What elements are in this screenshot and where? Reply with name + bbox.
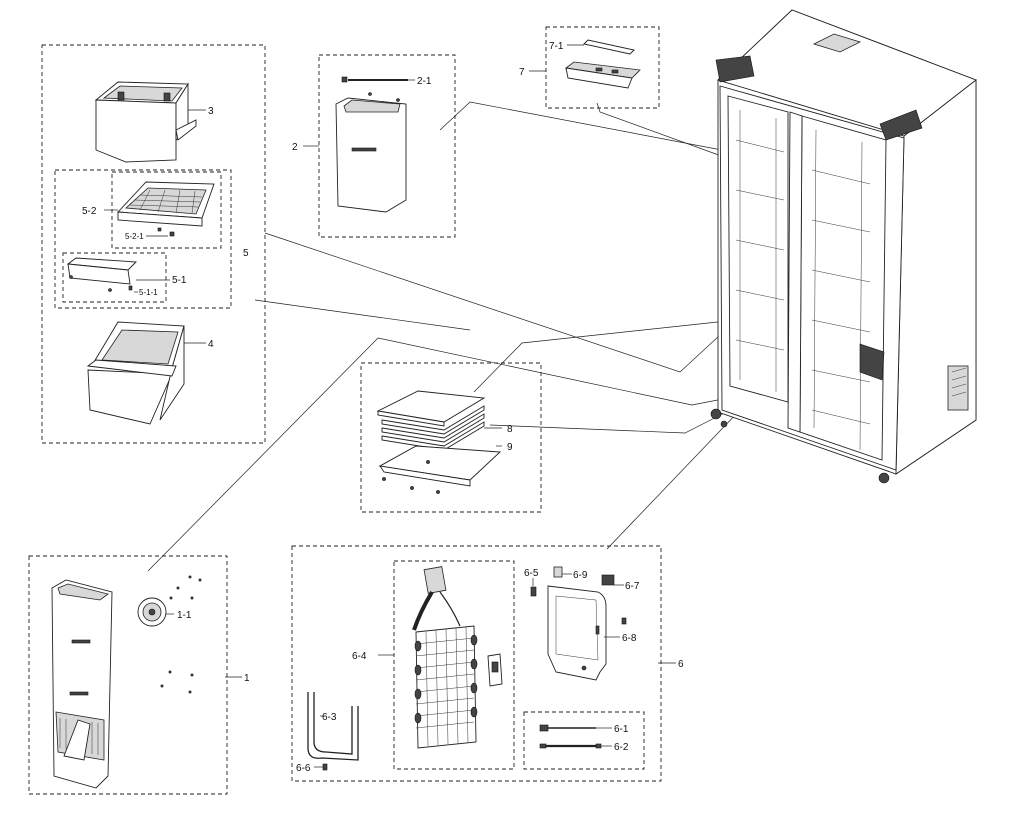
- part-6-3-heater: [307, 692, 359, 771]
- label-1-1: 1-1: [177, 610, 192, 621]
- part-6-2-sensor: [539, 743, 612, 749]
- label-4: 4: [208, 339, 214, 350]
- part-6-5-clip: [530, 578, 537, 597]
- label-6-8: 6-8: [622, 633, 637, 644]
- label-1: 1: [244, 673, 250, 684]
- part-6-9-bracket: [553, 566, 572, 578]
- part-8-shelves: [376, 390, 502, 451]
- part-4-crisper: [86, 321, 206, 425]
- label-6-5: 6-5: [524, 568, 539, 579]
- part-6-1-sensor: [539, 724, 612, 732]
- label-6-3: 6-3: [322, 712, 337, 723]
- label-3: 3: [208, 106, 214, 117]
- group-6-box: [291, 545, 662, 782]
- group-1-box: [28, 555, 228, 795]
- label-5-1-1: 5-1-1: [139, 288, 158, 297]
- part-6-8-screw: [621, 617, 627, 625]
- label-7-1: 7-1: [549, 41, 564, 52]
- group-5-1-box: [62, 252, 167, 303]
- part-6-7-fuse: [601, 574, 624, 586]
- part-2-panel: [303, 76, 415, 213]
- part-9-frame: [378, 445, 502, 494]
- label-7: 7: [519, 67, 525, 78]
- label-9: 9: [507, 442, 513, 453]
- part-7-cover: [529, 39, 641, 89]
- callout-labels: 3 5-2 5-2-1 5 5-1 5-1-1 4 2 2-1 7-1 7 8 …: [82, 41, 684, 774]
- label-6-2: 6-2: [614, 742, 629, 753]
- label-2: 2: [292, 142, 298, 153]
- part-5-1-cover: [66, 257, 170, 293]
- label-2-1: 2-1: [417, 76, 432, 87]
- part-1-1-fan: [137, 575, 202, 694]
- label-6-4: 6-4: [352, 651, 367, 662]
- label-5: 5: [243, 248, 249, 259]
- label-6-9: 6-9: [573, 570, 588, 581]
- label-6-6: 6-6: [296, 763, 311, 774]
- group-7-box: [545, 26, 660, 109]
- part-3-bin: [94, 81, 206, 163]
- group-5-box: [41, 44, 266, 444]
- label-5-2: 5-2: [82, 206, 97, 217]
- part-5-2-frame: [104, 181, 215, 237]
- part-6-8-cover: [547, 585, 620, 681]
- group-8-9-box: [360, 362, 542, 513]
- part-1-duct: [51, 579, 242, 789]
- group-5-inner-box: [54, 169, 232, 309]
- label-6-1: 6-1: [614, 724, 629, 735]
- label-6-7: 6-7: [625, 581, 640, 592]
- label-8: 8: [507, 424, 513, 435]
- refrigerator-cabinet: [710, 9, 977, 484]
- leader-lines: [147, 101, 756, 572]
- label-5-2-1: 5-2-1: [125, 232, 144, 241]
- group-6-4-box: [393, 560, 515, 770]
- label-6: 6: [678, 659, 684, 670]
- part-6-4-evaporator: [378, 566, 503, 749]
- label-5-1: 5-1: [172, 275, 187, 286]
- group-6-1-box: [523, 711, 645, 770]
- group-2-box: [318, 54, 456, 238]
